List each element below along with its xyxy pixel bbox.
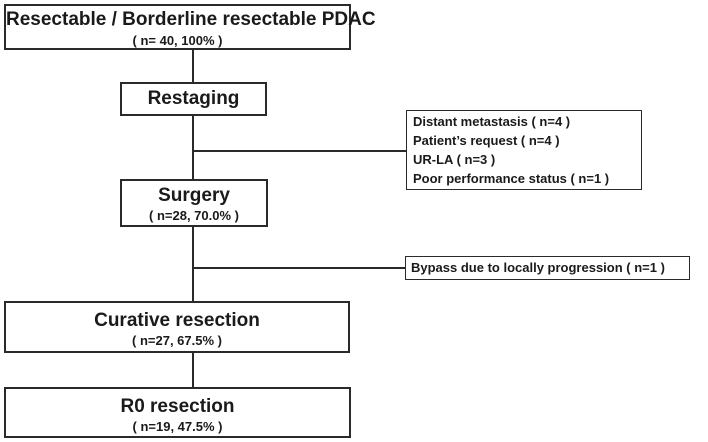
connector-restaging-surgery [192, 116, 194, 179]
exclusion-item: UR-LA ( n=3 ) [413, 152, 496, 167]
connector-curative-r0 [192, 353, 194, 387]
box-resectable-pdac-count: ( n= 40, 100% ) [132, 33, 223, 48]
connector-bypass-branch [192, 267, 405, 269]
box-r0-resection: R0 resection ( n=19, 47.5% ) [4, 387, 351, 438]
connector-start-restaging [192, 50, 194, 82]
box-surgery: Surgery ( n=28, 70.0% ) [120, 179, 268, 227]
box-resectable-pdac: Resectable / Borderline resectable PDAC … [4, 4, 376, 50]
box-surgery-title: Surgery [158, 185, 230, 206]
box-r0-resection-count: ( n=19, 47.5% ) [132, 419, 223, 434]
exclusion-item: Distant metastasis ( n=4 ) [413, 114, 571, 129]
box-r0-resection-title: R0 resection [120, 396, 235, 417]
box-curative-resection: Curative resection ( n=27, 67.5% ) [4, 301, 350, 353]
box-bypass: Bypass due to locally progression ( n=1 … [405, 256, 690, 280]
box-curative-resection-title: Curative resection [94, 310, 260, 331]
box-restaging: Restaging [120, 82, 267, 116]
box-curative-resection-count: ( n=27, 67.5% ) [132, 333, 222, 348]
box-resectable-pdac-title: Resectable / Borderline resectable PDAC [6, 9, 376, 30]
box-exclusion-reasons: Distant metastasis ( n=4 ) Patient’s req… [406, 110, 642, 190]
box-restaging-title: Restaging [147, 88, 240, 109]
connector-exclusion-branch [192, 150, 406, 152]
bypass-text: Bypass due to locally progression ( n=1 … [411, 260, 665, 275]
exclusion-item: Poor performance status ( n=1 ) [413, 171, 610, 186]
box-surgery-count: ( n=28, 70.0% ) [149, 208, 239, 223]
connector-surgery-curative [192, 227, 194, 301]
exclusion-item: Patient’s request ( n=4 ) [413, 133, 560, 148]
